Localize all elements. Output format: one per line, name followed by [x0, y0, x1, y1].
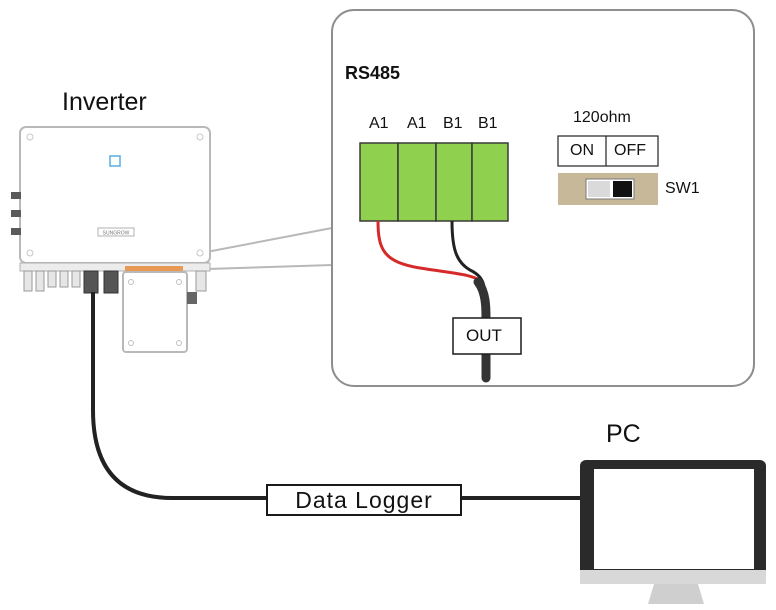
resistor-label: 120ohm: [573, 109, 631, 126]
terminal-a1: [359, 142, 399, 222]
com-port: [83, 270, 99, 294]
side-connector: [11, 192, 21, 199]
switch-label: SW1: [665, 180, 700, 197]
gland-connector: [187, 292, 197, 304]
off-label: OFF: [614, 142, 646, 159]
terminal-a1: [397, 142, 437, 222]
inverter-case: [19, 126, 211, 264]
rs485-label: RS485: [345, 63, 401, 83]
wiring-box: [122, 271, 188, 353]
detail-panel: [331, 9, 755, 387]
terminal-b1: [471, 142, 509, 222]
terminal-label-a1: A1: [407, 115, 427, 132]
terminal-block: [359, 142, 509, 222]
pc-monitor: [580, 460, 766, 604]
pc-label: PC: [606, 420, 641, 448]
monitor-chin: [580, 570, 766, 584]
on-off-table: [557, 135, 659, 167]
dip-switch-handle: [613, 181, 632, 197]
dip-switch-track: [588, 181, 610, 197]
side-connector: [11, 210, 21, 217]
inverter-device: SUNGROW: [11, 126, 211, 353]
inverter-label: Inverter: [62, 88, 147, 116]
inverter-badge: [97, 227, 135, 237]
terminal-label-b1: B1: [443, 115, 463, 132]
terminal-label-a1: A1: [369, 115, 389, 132]
communication-cable: [91, 292, 592, 500]
out-box: [452, 317, 522, 355]
status-indicator-icon: [109, 155, 121, 167]
on-label: ON: [570, 142, 594, 159]
side-connector: [11, 228, 21, 235]
wiring-tray: [125, 266, 183, 272]
terminal-label-b1: B1: [478, 115, 498, 132]
out-label: OUT: [466, 326, 502, 345]
inverter-badge-text: SUNGROW: [103, 231, 130, 237]
red-wire: [376, 220, 484, 284]
com-port: [103, 270, 119, 294]
monitor-screen: [594, 469, 754, 569]
terminal-b1: [435, 142, 473, 222]
data-logger-label: Data Logger: [266, 484, 462, 516]
monitor-stand: [648, 584, 704, 604]
